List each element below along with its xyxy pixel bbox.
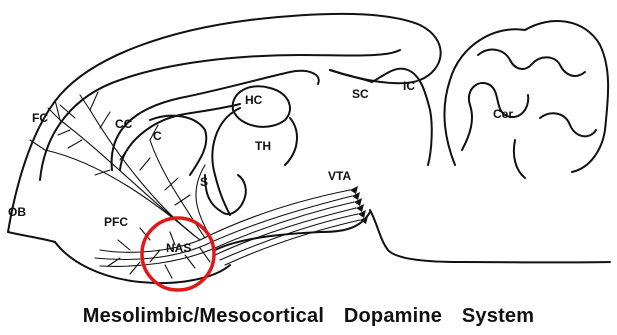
colliculi-outline	[330, 69, 432, 165]
label-nas: NAS	[166, 241, 191, 255]
corpus-callosum	[112, 71, 319, 170]
label-cer: Cer.	[493, 107, 516, 121]
label-ob: OB	[8, 205, 26, 219]
label-pfc: PFC	[104, 215, 128, 229]
label-hc: HC	[245, 93, 263, 107]
cerebellum-folia-3	[540, 113, 596, 136]
brainstem-outline	[370, 210, 610, 262]
cerebellum-stalk	[514, 140, 525, 178]
septum-outline	[205, 175, 246, 214]
cortex-outline	[8, 14, 441, 232]
figure-caption: Mesolimbic/Mesocortical Dopamine System	[0, 305, 617, 328]
caudate-outline	[150, 116, 206, 175]
label-s: S	[200, 175, 208, 189]
label-cc: CC	[115, 117, 133, 131]
label-fc: FC	[32, 111, 48, 125]
thalamus-outline	[285, 118, 297, 165]
label-c: C	[153, 129, 162, 143]
cortex-inner-contour	[40, 50, 400, 180]
label-th: TH	[255, 139, 271, 153]
fornix	[212, 108, 240, 215]
label-sc: SC	[352, 87, 369, 101]
cerebellum-folia-2	[478, 50, 585, 76]
vta-arrowheads	[350, 186, 368, 224]
olfactory-base	[8, 232, 55, 242]
label-vta: VTA	[328, 169, 351, 183]
label-ic: IC	[403, 79, 415, 93]
